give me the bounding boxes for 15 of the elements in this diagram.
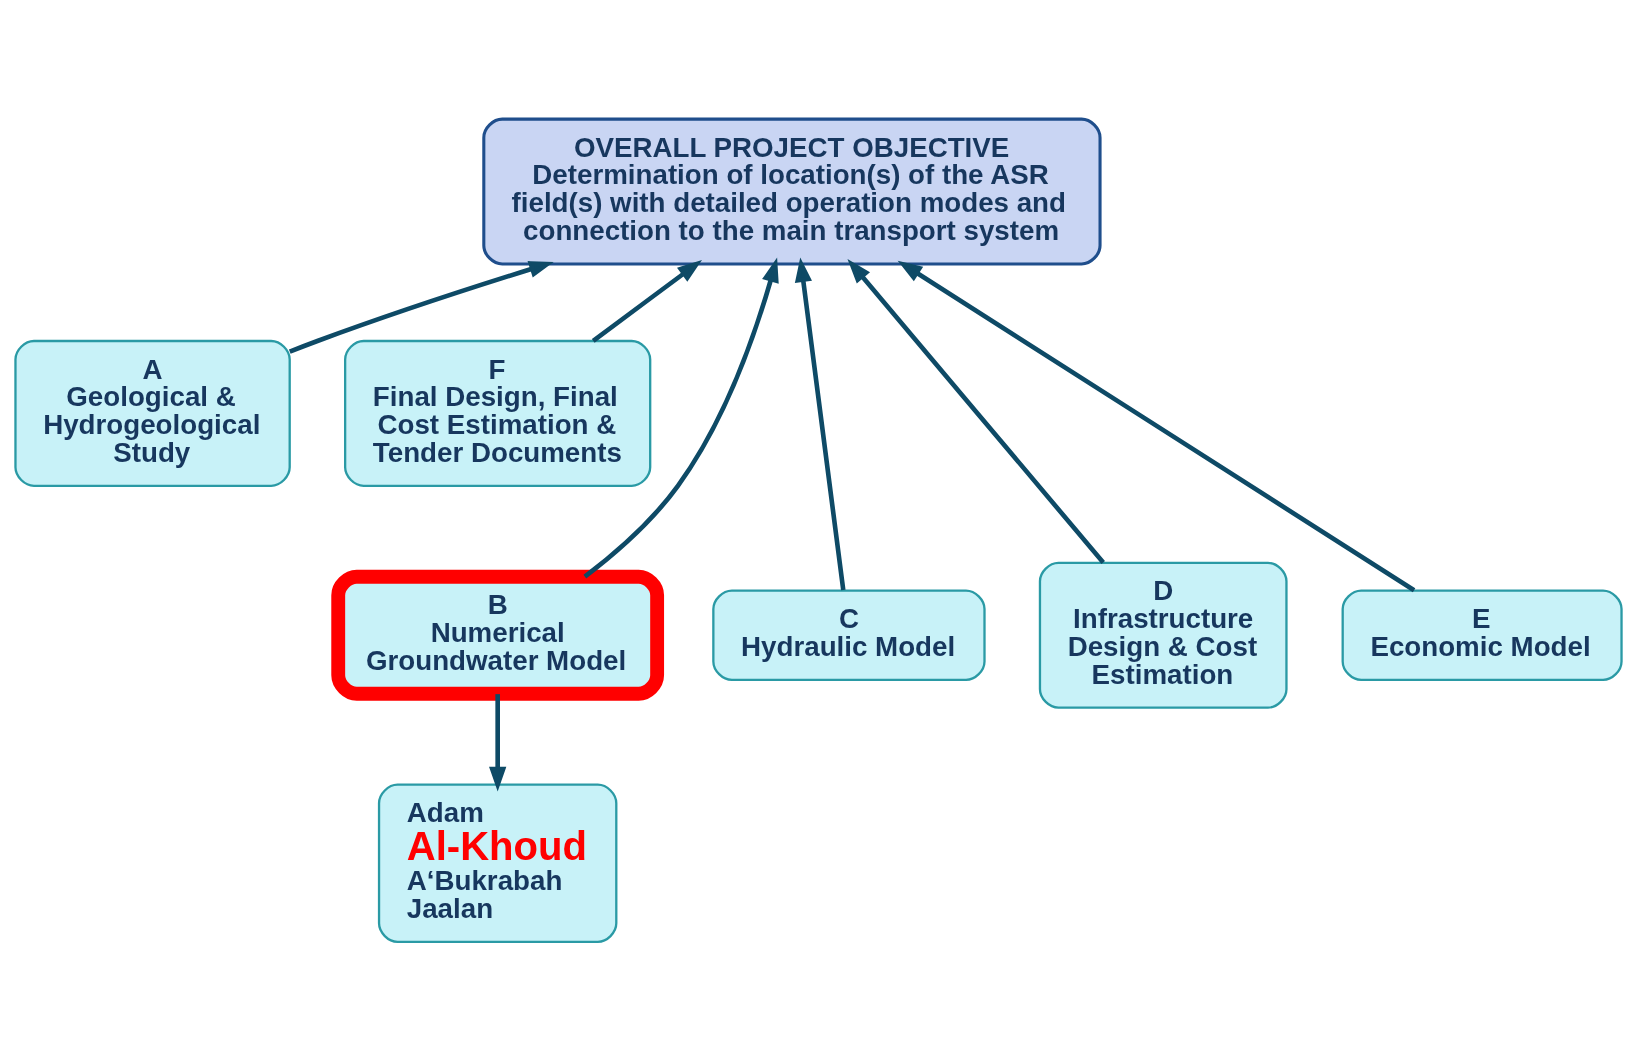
arrow bbox=[488, 694, 506, 792]
node-box: E Economic Model bbox=[1341, 589, 1623, 682]
node-box: B Numerical Groundwater Model bbox=[330, 569, 664, 701]
node-box: A Geological & Hydrogeological Study bbox=[13, 339, 291, 487]
node-box: D Infrastructure Design & Cost Estimation bbox=[1038, 561, 1288, 709]
arrow bbox=[847, 259, 1105, 565]
node-box: OVERALL PROJECT OBJECTIVE Determination of location(s) of the ASR field(s) with detailed operation modes and connection to the main transport system bbox=[481, 117, 1102, 266]
node-box: F Final Design, Final Cost Estimation & Tender Documents bbox=[343, 339, 651, 487]
arrow bbox=[591, 259, 702, 343]
arrow bbox=[897, 260, 1415, 593]
node-box: C Hydraulic Model bbox=[711, 589, 986, 682]
arrow bbox=[288, 261, 554, 354]
arrow bbox=[794, 257, 846, 591]
node-box: Adam Al-Khoud A‘Bukrabah Jaalan bbox=[377, 783, 617, 943]
arrow bbox=[582, 257, 779, 579]
